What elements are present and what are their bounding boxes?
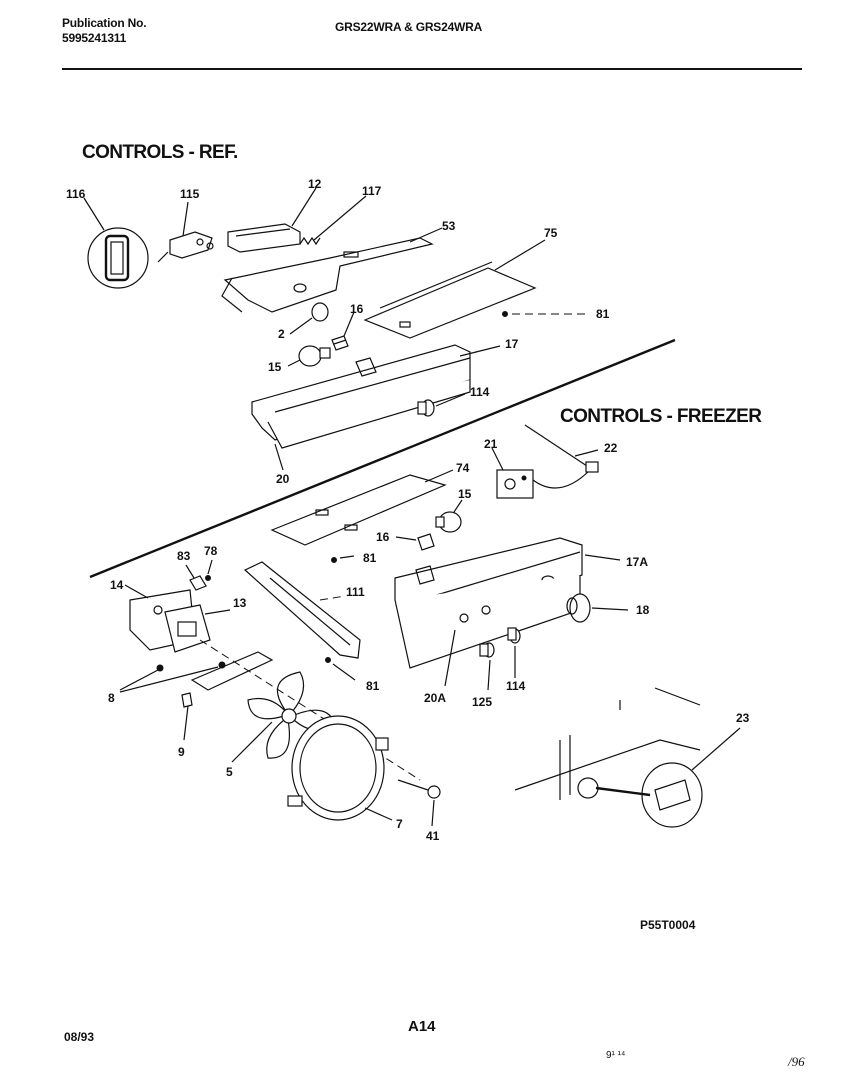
figure-code: P55T0004: [640, 918, 696, 932]
part-75-cover: [363, 261, 537, 339]
part-20a-bracket: [394, 575, 581, 669]
callout-21: 21: [484, 437, 498, 451]
part-7-fan-shroud: [287, 715, 389, 821]
callout-12: 12: [308, 177, 322, 191]
callout-75: 75: [544, 226, 558, 240]
footer-mark-2: /96: [788, 1054, 805, 1069]
callout-15-a: 15: [268, 360, 282, 374]
callout-18: 18: [636, 603, 650, 617]
callout-83: 83: [177, 549, 191, 563]
part-2-knob: [311, 302, 329, 322]
callout-17a: 17A: [626, 555, 648, 569]
part-21-thermostat: [496, 469, 591, 499]
part-20-bracket: [267, 380, 471, 449]
model-title: GRS22WRA & GRS24WRA: [335, 20, 483, 34]
part-22-capillary: [524, 424, 599, 473]
callout-116: 116: [66, 187, 86, 201]
callout-23: 23: [736, 711, 750, 725]
callout-15-b: 15: [458, 487, 472, 501]
part-83-clip: [189, 575, 207, 591]
callout-20: 20: [276, 472, 290, 486]
part-114-knob-a: [417, 399, 435, 417]
part-74-cover: [270, 474, 447, 546]
callout-8: 8: [108, 691, 115, 705]
part-116-gasket: [87, 227, 149, 289]
callout-41: 41: [426, 829, 440, 843]
callout-81-a: 81: [596, 307, 610, 321]
callout-115: 115: [180, 187, 200, 201]
callout-53: 53: [442, 219, 456, 233]
callout-114-b: 114: [506, 679, 526, 693]
part-78-screw: [205, 575, 211, 581]
section-divider: [89, 338, 676, 579]
callout-9: 9: [178, 745, 185, 759]
header-rule: [62, 68, 802, 70]
part-53-housing: [221, 237, 434, 313]
part-115-bracket: [157, 231, 214, 263]
publication-label: Publication No.: [62, 16, 147, 30]
callout-5: 5: [226, 765, 233, 779]
callout-78: 78: [204, 544, 218, 558]
callout-7: 7: [396, 817, 403, 831]
callout-125: 125: [472, 695, 492, 709]
part-13-fan-motor: [164, 604, 211, 653]
callout-74: 74: [456, 461, 470, 475]
part-16-socket: [331, 335, 349, 351]
part-12-switch: [227, 223, 301, 253]
part-16-socket-b: [417, 533, 435, 551]
part-15-bulb: [298, 345, 331, 367]
callout-81-b: 81: [363, 551, 377, 565]
callout-81-c: 81: [366, 679, 380, 693]
part-114-knob-b: [507, 627, 521, 644]
callout-17: 17: [505, 337, 519, 351]
part-117-spring: [299, 236, 321, 246]
part-18-knob: [566, 593, 591, 623]
part-125-knob: [479, 642, 495, 658]
publication-number: 5995241311: [62, 31, 127, 45]
footer-mark-1: 9¹ ¹⁴: [606, 1050, 626, 1061]
footer-page: A14: [408, 1018, 436, 1035]
part-41-screw: [397, 779, 441, 799]
section-title-ref: CONTROLS - REF.: [82, 142, 238, 163]
part-9-clip: [181, 692, 193, 708]
part-81-screw-b: [331, 557, 337, 563]
part-81-screw-c: [325, 657, 331, 663]
callout-114-a: 114: [470, 385, 490, 399]
part-81-screw-a: [502, 311, 590, 317]
part-8-mount: [156, 651, 274, 691]
callout-2: 2: [278, 327, 285, 341]
part-15-bulb-b: [435, 511, 462, 533]
callout-20a: 20A: [424, 691, 446, 705]
part-23-cabinet-view: [514, 687, 703, 828]
callout-111: 111: [346, 585, 365, 599]
callout-16-b: 16: [376, 530, 390, 544]
footer-date: 08/93: [64, 1030, 95, 1044]
part-111-strip: [243, 561, 361, 659]
callout-117: 117: [362, 184, 382, 198]
callout-16-a: 16: [350, 302, 364, 316]
section-title-freezer: CONTROLS - FREEZER: [560, 406, 762, 427]
part-5-fan-blade: [247, 671, 337, 759]
callout-22: 22: [604, 441, 618, 455]
callout-13: 13: [233, 596, 247, 610]
callout-14: 14: [110, 578, 124, 592]
